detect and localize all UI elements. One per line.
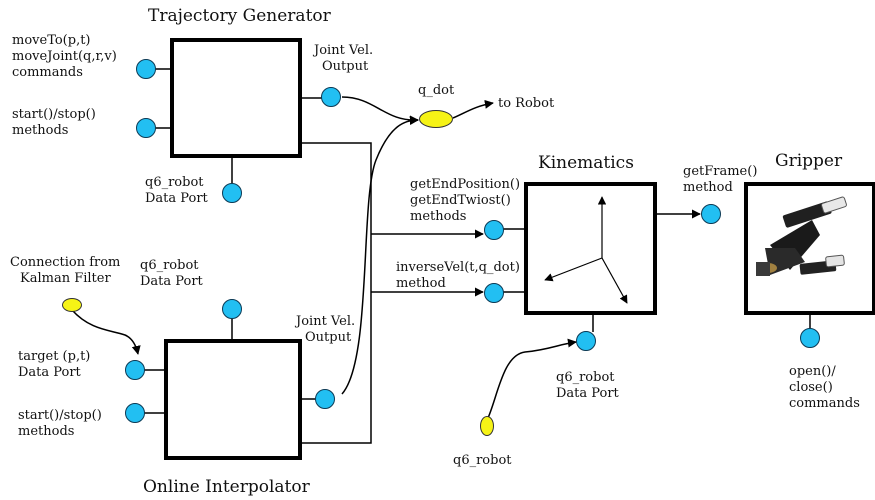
- tg-output-label-2: Output: [322, 59, 369, 74]
- tg-dataport-label-2: Data Port: [145, 191, 208, 206]
- getframe-port[interactable]: [701, 204, 721, 224]
- getframe-label-2: method: [683, 180, 733, 195]
- kalman-label-2: Kalman Filter: [20, 271, 111, 286]
- kin-end-label-3: methods: [410, 209, 467, 224]
- trajectory-generator-block[interactable]: [170, 38, 302, 158]
- kinematics-block[interactable]: [524, 182, 657, 315]
- kin-end-port[interactable]: [484, 220, 504, 240]
- qdot-label: q_dot: [418, 83, 455, 98]
- gripper-block[interactable]: [744, 182, 875, 315]
- kin-inverse-label-1: inverseVel(t,q_dot): [396, 260, 520, 275]
- tg-methods-label-2: methods: [12, 123, 69, 138]
- q6-source-label: q6_robot: [453, 453, 512, 468]
- kin-title: Kinematics: [538, 153, 634, 173]
- tg-commands-port[interactable]: [136, 59, 156, 79]
- q6-source-curve: [487, 338, 577, 419]
- tg-dataport-label-1: q6_robot: [145, 175, 204, 190]
- diagram-shape-33: [825, 254, 845, 268]
- oi-to-qdot-curve: [341, 115, 419, 395]
- kin-dataport-port[interactable]: [576, 331, 596, 351]
- tg-output-port[interactable]: [321, 87, 341, 107]
- tg-methods-label-1: start()/stop(): [12, 107, 96, 122]
- oi-dataport-port[interactable]: [222, 299, 242, 319]
- kin-axis-right: [601, 257, 628, 304]
- kin-dataport-label-2: Data Port: [556, 386, 619, 401]
- tg-dataport-port[interactable]: [222, 183, 242, 203]
- tg-status-bus: [300, 142, 372, 444]
- oi-methods-port[interactable]: [125, 403, 145, 423]
- tg-to-qdot-curve: [341, 96, 419, 125]
- tg-methods-port[interactable]: [136, 118, 156, 138]
- diagram-shape-28: [782, 201, 832, 228]
- oi-dataport-label-1: q6_robot: [140, 258, 199, 273]
- oi-title: Online Interpolator: [143, 477, 310, 497]
- tg-title: Trajectory Generator: [148, 6, 331, 26]
- oi-output-label-2: Output: [305, 330, 352, 345]
- tg-output-label-1: Joint Vel.: [314, 43, 374, 58]
- qdot-to-robot: [452, 99, 494, 119]
- diagram-shape-29: [821, 196, 847, 214]
- gripper-title: Gripper: [775, 151, 843, 171]
- oi-target-label-1: target (p,t): [18, 349, 91, 364]
- kin-axis-left: [544, 257, 603, 282]
- gripper-image: [756, 196, 847, 276]
- oi-methods-label-2: methods: [18, 424, 75, 439]
- online-interpolator-block[interactable]: [164, 339, 302, 460]
- tg-commands-label-1: moveTo(p,t): [12, 33, 91, 48]
- kalman-curve: [71, 309, 141, 355]
- gripper-commands-label-3: commands: [789, 396, 860, 411]
- diagram-shape-35: [756, 262, 770, 276]
- kin-inverse-port[interactable]: [484, 283, 504, 303]
- getframe-label-1: getFrame(): [683, 164, 758, 179]
- kalman-port[interactable]: [62, 298, 82, 312]
- kin-end-label-2: getEndTwiost(): [410, 193, 511, 208]
- tg-commands-label-3: commands: [12, 65, 83, 80]
- kalman-label-1: Connection from: [10, 255, 121, 270]
- gripper-commands-label-1: open()/: [789, 364, 836, 379]
- to-robot-label: to Robot: [498, 96, 555, 111]
- oi-methods-label-1: start()/stop(): [18, 408, 102, 423]
- qdot-junction[interactable]: [419, 110, 453, 128]
- oi-target-label-2: Data Port: [18, 365, 81, 380]
- q6-source-port[interactable]: [480, 416, 494, 436]
- gripper-commands-label-2: close(): [789, 380, 833, 395]
- oi-dataport-label-2: Data Port: [140, 274, 203, 289]
- kin-dataport-label-1: q6_robot: [556, 370, 615, 385]
- gripper-port[interactable]: [800, 328, 820, 348]
- oi-target-port[interactable]: [125, 360, 145, 380]
- oi-output-label-1: Joint Vel.: [296, 314, 356, 329]
- oi-output-port[interactable]: [315, 389, 335, 409]
- kin-inverse-label-2: method: [396, 276, 446, 291]
- tg-commands-label-2: moveJoint(q,r,v): [12, 49, 117, 64]
- kin-end-label-1: getEndPosition(): [410, 177, 521, 192]
